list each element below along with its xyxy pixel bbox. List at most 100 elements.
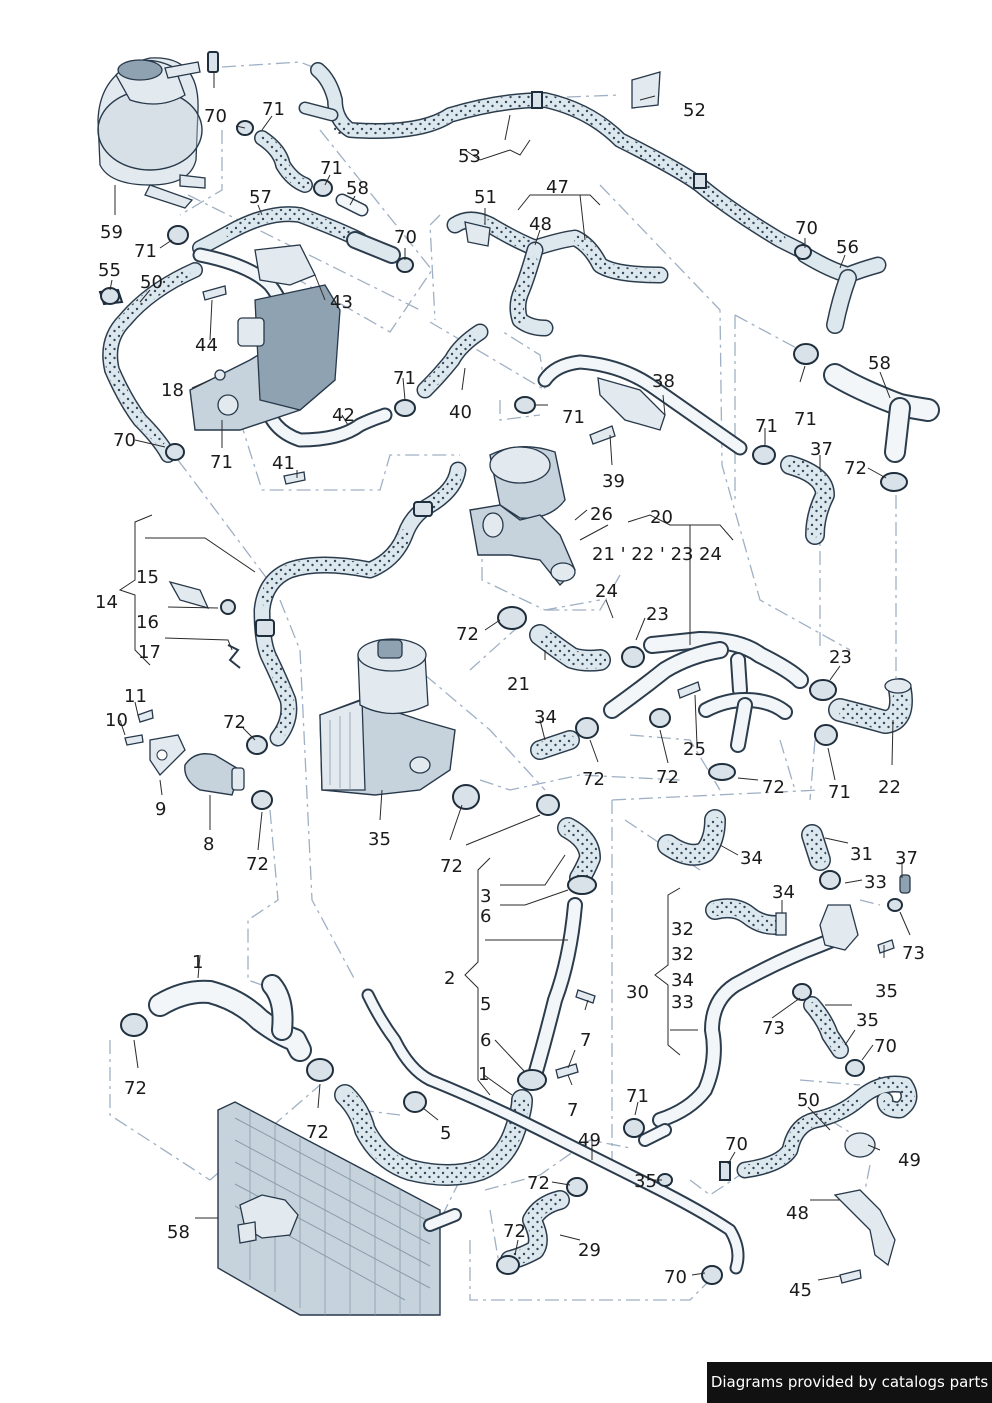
callout-65: 58 bbox=[868, 353, 891, 374]
hose-40 bbox=[803, 996, 849, 1059]
hose-56 bbox=[102, 262, 203, 463]
callout-57: 51 bbox=[474, 187, 497, 208]
callout-36: 37 bbox=[895, 848, 918, 869]
callout-42: 37 bbox=[810, 439, 833, 460]
hose-31 bbox=[801, 824, 831, 871]
callout-7: 7 bbox=[580, 1030, 591, 1051]
callout-73: 71 bbox=[794, 409, 817, 430]
callout-21-22-23: 21 ' 22 ' 23 bbox=[592, 544, 694, 565]
pipe-54 bbox=[361, 988, 745, 1275]
callout-6: 6 bbox=[480, 1030, 491, 1051]
callout-18: 18 bbox=[161, 380, 184, 401]
callout-72: 73 bbox=[902, 943, 925, 964]
callout-52: 48 bbox=[786, 1203, 809, 1224]
callout-7: 7 bbox=[567, 1100, 578, 1121]
valve-block bbox=[189, 244, 341, 431]
callout-21: 21 bbox=[507, 674, 530, 695]
callout-51: 48 bbox=[529, 214, 552, 235]
callout-73: 72 bbox=[456, 624, 479, 645]
callout-20: 20 bbox=[650, 507, 673, 528]
hose-38 bbox=[530, 730, 580, 760]
expansion-tank bbox=[97, 51, 219, 209]
callout-71: 71 bbox=[562, 407, 585, 428]
hose-71-small bbox=[254, 130, 313, 193]
callout-5: 5 bbox=[440, 1123, 451, 1144]
callout-40: 35 bbox=[856, 1010, 879, 1031]
callout-44: 40 bbox=[449, 402, 472, 423]
callout-70: 70 bbox=[725, 1134, 748, 1155]
callout-14: 14 bbox=[95, 592, 118, 613]
callout-70: 70 bbox=[664, 1267, 687, 1288]
callout-17: 17 bbox=[138, 642, 161, 663]
hose-14 bbox=[253, 461, 467, 747]
hose-44 bbox=[416, 323, 489, 399]
callout-4: 3 bbox=[480, 886, 491, 907]
callout-66: 58 bbox=[167, 1222, 190, 1243]
callout-31: 32 bbox=[671, 944, 694, 965]
pipe-30 bbox=[638, 927, 853, 1147]
callout-73: 72 bbox=[306, 1122, 329, 1143]
callout-35: 35 bbox=[875, 981, 898, 1002]
callout-2: 2 bbox=[444, 968, 455, 989]
callout-26: 26 bbox=[590, 504, 613, 525]
callout-53: 49 bbox=[898, 1150, 921, 1171]
callout-31: 31 bbox=[850, 844, 873, 865]
hose-21 bbox=[529, 624, 611, 672]
callout-30: 30 bbox=[626, 982, 649, 1003]
hose-60 bbox=[796, 246, 887, 334]
callout-60: 56 bbox=[836, 237, 859, 258]
callout-3: 1 bbox=[478, 1064, 489, 1085]
callout-5: 5 bbox=[480, 994, 491, 1015]
callout-35: 35 bbox=[634, 1171, 657, 1192]
callout-58: 53 bbox=[458, 146, 481, 167]
callout-45: 39 bbox=[602, 471, 625, 492]
callout-10: 10 bbox=[105, 710, 128, 731]
credit-banner: Diagrams provided by catalogs parts bbox=[707, 1362, 992, 1403]
callout-55: 50 bbox=[797, 1090, 820, 1111]
pipe-65 bbox=[823, 363, 940, 463]
callout-11: 11 bbox=[124, 686, 147, 707]
callout-73: 72 bbox=[124, 1078, 147, 1099]
callout-59: 55 bbox=[98, 260, 121, 281]
callout-71: 71 bbox=[393, 368, 416, 389]
pipe-1 bbox=[148, 974, 312, 1062]
callout-43: 38 bbox=[652, 371, 675, 392]
callout-73: 72 bbox=[440, 856, 463, 877]
callout-71: 71 bbox=[134, 241, 157, 262]
callout-72: 72 bbox=[762, 777, 785, 798]
callout-6: 6 bbox=[480, 906, 491, 927]
callout-labels: 70 71 71 58 59 71 57 70 53 52 51 47 48 7… bbox=[95, 99, 925, 1301]
callout-37: 34 bbox=[740, 848, 763, 869]
callout-72: 72 bbox=[246, 854, 269, 875]
callout-49: 44 bbox=[195, 335, 218, 356]
bolts bbox=[124, 285, 895, 1284]
callout-71: 71 bbox=[828, 782, 851, 803]
callout-67: 59 bbox=[100, 222, 123, 243]
callout-73: 72 bbox=[844, 458, 867, 479]
callout-46: 42 bbox=[332, 405, 355, 426]
hose-55 bbox=[736, 1075, 918, 1179]
callout-72: 72 bbox=[582, 769, 605, 790]
callout-70: 70 bbox=[394, 227, 417, 248]
hose-3 bbox=[334, 1084, 533, 1186]
callout-29: 29 bbox=[578, 1240, 601, 1261]
callout-70: 70 bbox=[204, 106, 227, 127]
callout-70: 70 bbox=[795, 218, 818, 239]
callout-32: 32 bbox=[671, 919, 694, 940]
callout-71: 71 bbox=[210, 452, 233, 473]
callout-39: 35 bbox=[368, 829, 391, 850]
callout-23: 23 bbox=[829, 647, 852, 668]
callout-33: 33 bbox=[864, 872, 887, 893]
hose-42 bbox=[780, 455, 835, 545]
hose-22 bbox=[828, 678, 913, 734]
callout-22: 22 bbox=[878, 777, 901, 798]
callout-70: 70 bbox=[113, 430, 136, 451]
water-pump bbox=[469, 445, 576, 587]
callout-38: 34 bbox=[534, 707, 557, 728]
callout-72: 72 bbox=[223, 712, 246, 733]
callout-71: 71 bbox=[755, 416, 778, 437]
callout-34: 34 bbox=[671, 970, 694, 991]
callout-9: 9 bbox=[155, 799, 166, 820]
callout-54: 49 bbox=[578, 1130, 601, 1151]
oil-filter-housing bbox=[319, 638, 456, 796]
